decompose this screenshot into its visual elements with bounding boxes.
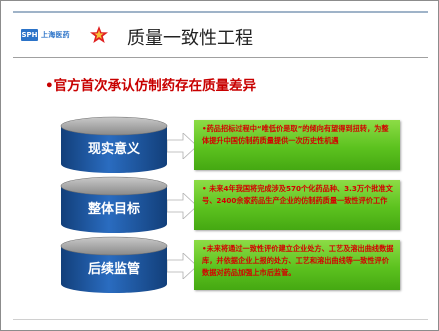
row-follow-up-supervision: 后续监管 •未来将通过一致性评价建立企业处方、工艺及溶出曲线数据库，并依据企业上… xyxy=(59,236,400,294)
top-rule xyxy=(13,11,428,13)
header-divider xyxy=(13,57,428,58)
row-label: 现实意义 xyxy=(87,141,140,157)
right-arrow-icon xyxy=(167,253,197,279)
row-label: 后续监管 xyxy=(87,261,140,277)
company-logo-badge: SPH xyxy=(21,29,38,41)
red-star-icon xyxy=(90,26,108,43)
page-title: 质量一致性工程 xyxy=(127,28,253,49)
callout-box: • 未来4年我国将完成涉及570个化药品种、3.3万个批准文号、2400余家药品… xyxy=(194,180,400,230)
row-reality-significance: 现实意义 •药品招标过程中“唯低价是取”的倾向有望得到扭转，为整体提升中国仿制药… xyxy=(59,116,400,174)
callout-text: • 未来4年我国将完成涉及570个化药品种、3.3万个批准文号、2400余家药品… xyxy=(202,184,393,205)
row-overall-goal: 整体目标 • 未来4年我国将完成涉及570个化药品种、3.3万个批准文号、240… xyxy=(59,176,400,234)
row-label: 整体目标 xyxy=(87,201,140,217)
company-logo-text: 上海医药 xyxy=(41,31,70,39)
right-arrow-icon xyxy=(167,133,197,159)
cylinder-shape xyxy=(60,176,168,233)
cylinder-shape xyxy=(60,116,168,173)
callout-box: •药品招标过程中“唯低价是取”的倾向有望得到扭转，为整体提升中国仿制药质量提供一… xyxy=(194,120,400,170)
bullet-heading: •官方首次承认仿制药存在质量差异 xyxy=(45,78,257,94)
callout-text: •未来将通过一致性评价建立企业处方、工艺及溶出曲线数据库，并依据企业上报的处方、… xyxy=(202,244,394,277)
bottom-rule xyxy=(13,319,428,320)
callout-text: •药品招标过程中“唯低价是取”的倾向有望得到扭转，为整体提升中国仿制药质量提供一… xyxy=(202,124,389,145)
callout-box: •未来将通过一致性评价建立企业处方、工艺及溶出曲线数据库，并依据企业上报的处方、… xyxy=(194,240,400,290)
cylinder-shape xyxy=(60,236,168,293)
slide-header: SPH 上海医药 质量一致性工程 xyxy=(21,21,421,55)
right-arrow-icon xyxy=(167,193,197,219)
